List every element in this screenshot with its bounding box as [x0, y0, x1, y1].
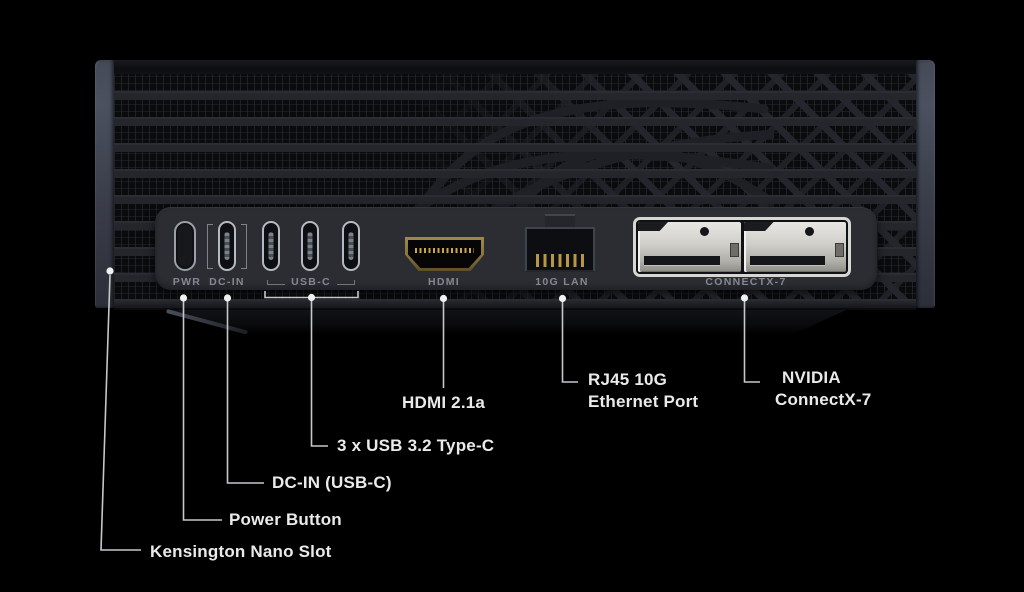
rj45-pins: [536, 254, 584, 267]
rj45-port: [525, 227, 595, 272]
port-panel: PWR DC-IN USB-C HDMI 10G LAN CONNECTX-7: [155, 207, 877, 290]
qsfp-cage-2: [743, 222, 846, 272]
usb-c-port-2: [301, 221, 319, 271]
port-label-10g-lan: 10G LAN: [535, 276, 589, 288]
callout-connectx-line1: NVIDIA: [782, 368, 841, 387]
hdmi-port-inner: [408, 240, 481, 268]
callout-lan-line1: RJ45 10G: [588, 370, 668, 389]
usb-c-port-1: [262, 221, 280, 271]
chassis-top-edge: [114, 60, 916, 74]
hdmi-pins: [415, 248, 474, 253]
callout-kensington: Kensington Nano Slot: [150, 542, 332, 561]
usb-c-tongue: [307, 232, 313, 260]
callout-usb: 3 x USB 3.2 Type-C: [337, 436, 495, 455]
usb-c-span-mark-left: [267, 279, 286, 285]
mini-pc-rear-chassis: [95, 60, 935, 310]
cage-latch: [835, 243, 844, 257]
port-label-pwr: PWR: [172, 276, 202, 288]
leader-power: [182, 301, 222, 521]
cage-notch: [638, 222, 668, 231]
chassis-body: [114, 60, 916, 310]
usb-c-span-mark-right: [336, 279, 355, 285]
hdmi-port: [405, 237, 484, 271]
chassis-bottom-shadow: [114, 302, 916, 310]
port-label-usb-c-text: USB-C: [291, 276, 331, 288]
callout-connectx: NVIDIA ConnectX-7: [775, 367, 871, 411]
port-label-hdmi: HDMI: [427, 276, 461, 288]
leader-kensington: [100, 274, 141, 551]
usb-c-tongue: [224, 232, 230, 260]
port-label-usb-c: USB-C: [251, 276, 371, 288]
dc-in-port: [218, 221, 236, 271]
callout-lan-line2: Ethernet Port: [588, 392, 699, 411]
cage-hole: [699, 227, 709, 236]
cage-latch: [729, 243, 739, 257]
cage-notch: [743, 222, 774, 231]
stand-shadow: [170, 310, 846, 335]
connectx-7-port-frame: [633, 217, 851, 277]
usb-c-tongue: [348, 232, 354, 260]
cage-slot: [749, 256, 826, 265]
chassis-right-edge-bar: [916, 60, 935, 308]
port-label-connectx: CONNECTX-7: [705, 276, 787, 288]
qsfp-cage-1: [638, 222, 741, 272]
callout-hdmi: HDMI 2.1a: [402, 393, 486, 412]
usb-c-port-3: [342, 221, 360, 271]
dc-in-bracket-left: [207, 224, 213, 269]
chassis-left-edge-bar: [95, 60, 114, 308]
usb-c-tongue: [268, 232, 274, 260]
cage-hole: [805, 227, 814, 236]
callout-dc-in: DC-IN (USB-C): [272, 473, 392, 492]
callout-lan: RJ45 10G Ethernet Port: [588, 369, 698, 413]
rj45-tab: [545, 214, 575, 230]
port-label-dc-in: DC-IN: [209, 276, 245, 288]
power-button-port: [174, 221, 196, 271]
dc-in-bracket-right: [241, 224, 247, 269]
callout-power: Power Button: [229, 510, 342, 529]
callout-connectx-line2: ConnectX-7: [775, 390, 872, 409]
cage-slot: [644, 256, 720, 265]
